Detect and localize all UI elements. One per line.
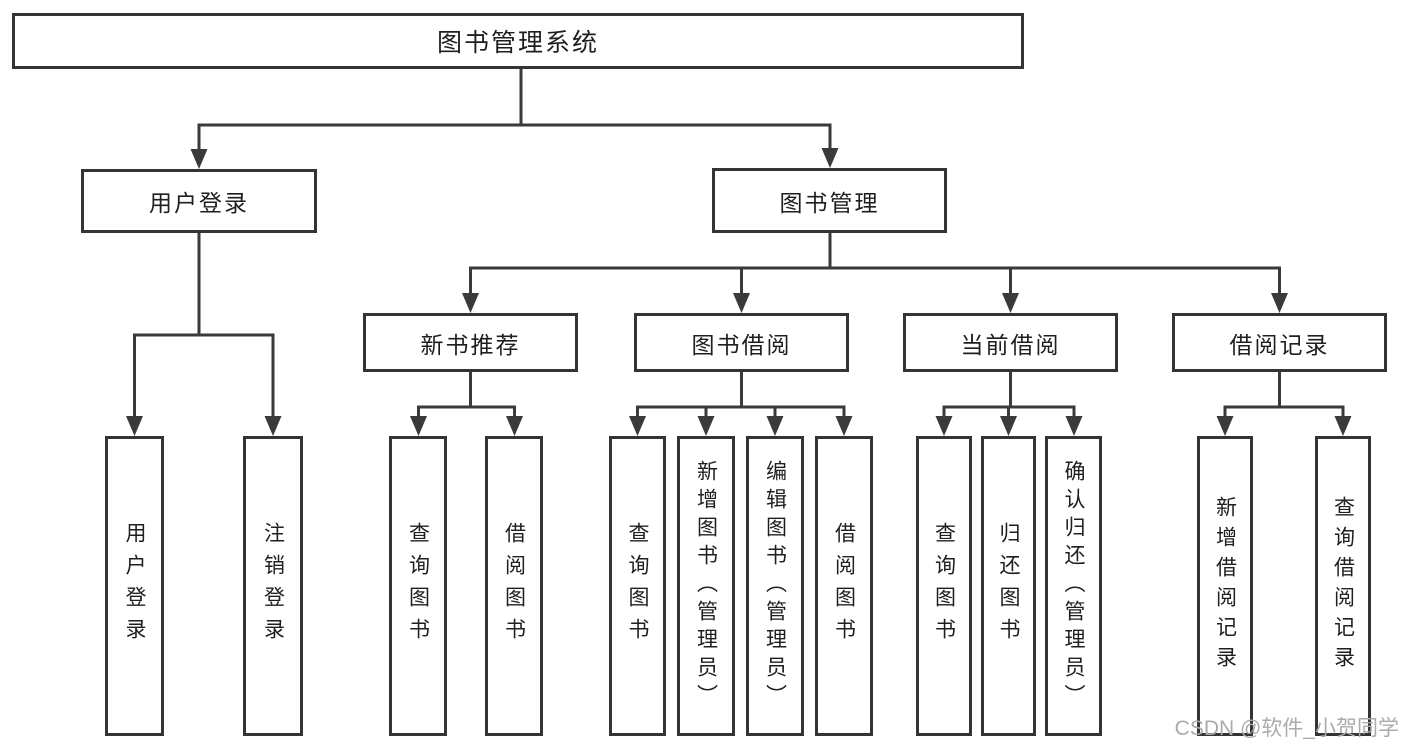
arrowhead-icon xyxy=(1271,293,1288,313)
leaf-label: 用户登录 xyxy=(123,522,146,650)
leaf-label: 查询图书 xyxy=(626,522,649,650)
node-system-root: 图书管理系统 xyxy=(12,13,1024,69)
arrowhead-icon xyxy=(629,416,646,436)
leaf-label: 确认归还（管理员） xyxy=(1062,460,1085,712)
leaf-query-books-recommend: 查询图书 xyxy=(389,436,447,736)
leaf-borrow-books-recommend: 借阅图书 xyxy=(485,436,543,736)
leaf-label: 注销登录 xyxy=(261,522,285,650)
node-new-book-recommend: 新书推荐 xyxy=(363,313,578,372)
arrowhead-icon xyxy=(462,293,479,313)
arrowhead-icon xyxy=(1065,416,1083,436)
arrowhead-icon xyxy=(1334,416,1352,436)
leaf-logout: 注销登录 xyxy=(243,436,303,736)
leaf-label: 查询图书 xyxy=(932,522,956,650)
leaf-add-book-admin: 新增图书（管理员） xyxy=(677,436,735,736)
node-book-borrow: 图书借阅 xyxy=(634,313,849,372)
leaf-label: 查询借阅记录 xyxy=(1331,496,1355,676)
watermark: CSDN @软件_小贺同学 xyxy=(1174,717,1399,740)
arrowhead-icon xyxy=(821,148,839,168)
arrowhead-icon xyxy=(126,416,143,436)
leaf-label: 新增借阅记录 xyxy=(1213,496,1237,676)
node-user-login: 用户登录 xyxy=(81,169,317,233)
leaf-user-login: 用户登录 xyxy=(105,436,164,736)
leaf-add-borrow-record: 新增借阅记录 xyxy=(1197,436,1253,736)
arrowhead-icon xyxy=(935,416,953,436)
leaf-borrow-books: 借阅图书 xyxy=(815,436,873,736)
arrowhead-icon xyxy=(1216,416,1234,436)
arrowhead-icon xyxy=(1000,416,1017,436)
leaf-label: 查询图书 xyxy=(406,522,430,650)
arrowhead-icon xyxy=(766,416,784,436)
leaf-label: 新增图书（管理员） xyxy=(694,460,718,712)
arrowhead-icon xyxy=(1002,293,1019,313)
arrowhead-icon xyxy=(835,416,853,436)
leaf-query-books-borrow: 查询图书 xyxy=(609,436,666,736)
arrowhead-icon xyxy=(506,416,523,436)
leaf-label: 编辑图书（管理员） xyxy=(763,460,787,712)
arrowhead-icon xyxy=(264,416,282,436)
arrowhead-icon xyxy=(410,416,427,436)
node-book-management: 图书管理 xyxy=(712,168,947,233)
leaf-label: 归还图书 xyxy=(997,522,1020,650)
arrowhead-icon xyxy=(733,293,750,313)
arrowhead-icon xyxy=(697,416,715,436)
leaf-query-books-current: 查询图书 xyxy=(916,436,972,736)
node-current-borrow: 当前借阅 xyxy=(903,313,1118,372)
leaf-label: 借阅图书 xyxy=(832,522,856,650)
leaf-return-book: 归还图书 xyxy=(981,436,1036,736)
arrowhead-icon xyxy=(190,149,208,169)
leaf-query-borrow-record: 查询借阅记录 xyxy=(1315,436,1371,736)
leaf-label: 借阅图书 xyxy=(502,522,526,650)
leaf-confirm-return-admin: 确认归还（管理员） xyxy=(1045,436,1102,736)
leaf-edit-book-admin: 编辑图书（管理员） xyxy=(746,436,804,736)
node-borrow-records: 借阅记录 xyxy=(1172,313,1387,372)
